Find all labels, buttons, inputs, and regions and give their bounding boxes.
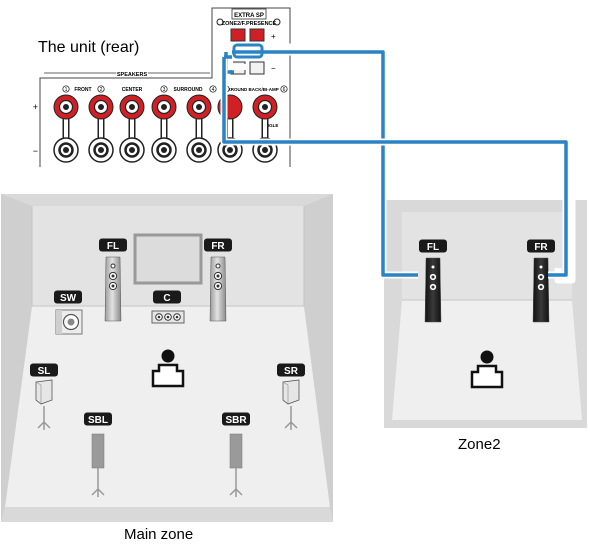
speakers-label: SPEAKERS <box>117 72 148 78</box>
badge-main-sbr: SBR <box>222 412 250 426</box>
speaker-cables <box>220 43 576 284</box>
speaker-main-sr <box>282 379 300 430</box>
zone2-caption: Zone2 <box>458 436 501 453</box>
zone2-presence-label: ZONE2/F.PRESENCE <box>222 21 277 27</box>
badge-main-sl-text: SL <box>38 366 51 377</box>
badge-main-sbl-text: SBL <box>88 415 108 426</box>
badge-main-sbr-text: SBR <box>225 415 247 426</box>
speaker-terminals <box>53 94 278 163</box>
badge-main-sr: SR <box>277 363 305 377</box>
speaker-main-sw <box>55 309 83 335</box>
speaker-main-sbl <box>91 433 105 497</box>
speakers-layer: FL FR SW C SL SR SBL SBR FL FR <box>30 238 555 497</box>
binding-post <box>186 94 212 163</box>
speaker-main-sbr <box>229 433 243 497</box>
binding-post <box>151 94 177 163</box>
badge-main-fl: FL <box>99 238 127 252</box>
badge-main-sl: SL <box>30 363 58 377</box>
badge-main-sw-text: SW <box>60 293 77 304</box>
terminal-label-surround-back: SURROUND BACK/BI-AMP <box>221 87 279 92</box>
badge-main-sw: SW <box>54 290 82 304</box>
terminal-number-2: 2 <box>100 87 103 93</box>
single-label: SINGLE <box>262 123 279 128</box>
badge-main-sbl: SBL <box>84 412 112 426</box>
binding-post <box>88 94 114 163</box>
speaker-main-c <box>151 310 185 324</box>
binding-post <box>119 94 145 163</box>
terminal-number-6: 6 <box>283 87 286 93</box>
badge-main-fr-text: FR <box>211 241 225 252</box>
listener-main <box>151 349 185 388</box>
cable-to-zone2-fl <box>232 50 418 277</box>
zone2-minus-sign: − <box>271 64 276 73</box>
speaker-main-fr <box>209 256 227 322</box>
badge-main-sr-text: SR <box>284 366 299 377</box>
badge-zone2-fr-text: FR <box>534 242 548 253</box>
zone2-plus-sign: + <box>271 32 276 41</box>
terminal-label-front: FRONT <box>74 87 91 93</box>
terminal-label-center: CENTER <box>122 87 143 93</box>
speaker-main-fl <box>104 256 122 322</box>
speaker-main-sl <box>35 379 53 430</box>
badge-main-c: C <box>153 290 181 304</box>
badge-main-fl-text: FL <box>107 241 119 252</box>
badge-zone2-fl-text: FL <box>427 242 439 253</box>
page-title: The unit (rear) <box>38 39 140 56</box>
main-minus-sign: − <box>33 146 38 156</box>
zone2-room <box>384 200 587 428</box>
terminal-number-3: 3 <box>163 87 166 93</box>
speaker-zone2-fr <box>532 257 550 323</box>
badge-main-c-text: C <box>163 293 170 304</box>
badge-zone2-fl: FL <box>419 239 447 253</box>
binding-post <box>53 94 79 163</box>
terminal-label-surround: SURROUND <box>174 87 203 93</box>
main-zone-caption: Main zone <box>124 526 194 543</box>
extra-sp-label: EXTRA SP <box>234 13 264 19</box>
speaker-zone2-fl <box>424 257 442 323</box>
listener-zone2 <box>470 350 504 389</box>
terminal-number-1: 1 <box>65 87 68 93</box>
badge-zone2-fr: FR <box>527 239 555 253</box>
badge-main-fr: FR <box>204 238 232 252</box>
terminal-number-4: 4 <box>212 87 215 93</box>
cable-to-zone2-fr <box>222 57 568 277</box>
main-plus-sign: + <box>33 102 38 112</box>
